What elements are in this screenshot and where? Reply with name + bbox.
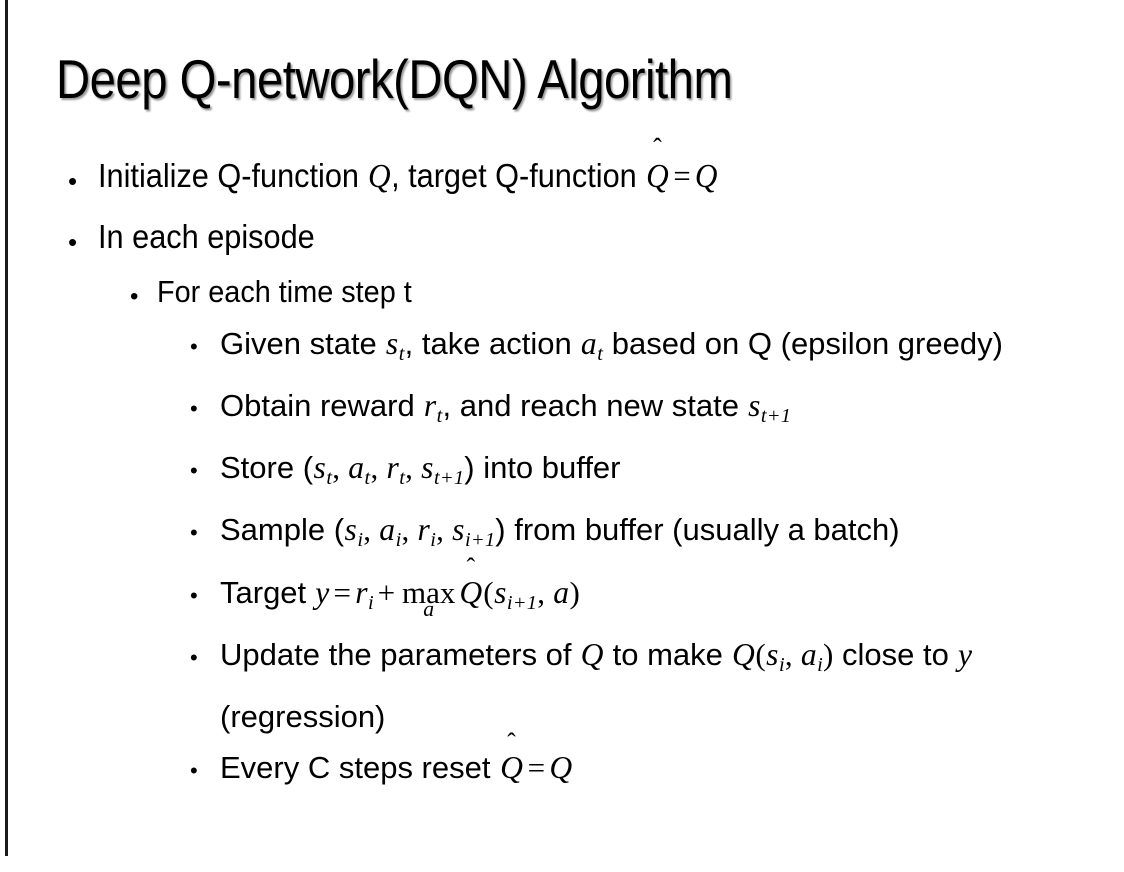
bullet-sample-batch-text: Sample (si, ai, ri, si+1) from buffer (u… (220, 512, 900, 552)
bullet-update-parameters-text: Update the parameters of Q to make Q(si,… (220, 636, 972, 734)
bullet-sample-batch: • Sample (si, ai, ri, si+1) from buffer … (0, 504, 1124, 566)
bullet-reset-target-network-text: Every C steps reset ̂Q=Q (220, 742, 1100, 793)
bullet-in-each-episode-text: In each episode (98, 218, 315, 255)
math-sub-i-plus-1: i+1 (464, 529, 496, 552)
math-var-a: a (553, 574, 569, 610)
math-var-q2: Q (731, 636, 755, 672)
math-max-underscript-a: a (423, 596, 435, 621)
math-var-s: s (385, 326, 399, 361)
bullet-target-equation: • Target y=ri+maxâQ(si+1, a) (0, 567, 1124, 629)
bullet-initialize: • Initialize Q-function Q, target Q-func… (0, 146, 1124, 207)
math-sub-i: i (368, 591, 374, 614)
math-sub-t-plus-1: t+1 (760, 405, 792, 428)
math-var-a: a (379, 512, 396, 548)
slide-body: • Initialize Q-function Q, target Q-func… (0, 146, 1124, 793)
math-sub-i-plus-1: i+1 (506, 591, 538, 614)
bullet-dot-icon: • (190, 334, 198, 359)
bullet-dot-icon: • (68, 166, 78, 196)
math-var-a: a (580, 326, 597, 361)
math-sub-t: t (597, 343, 604, 366)
math-var-s: s (452, 512, 465, 548)
bullet-for-each-time-step-text: For each time step t (157, 274, 412, 309)
math-var-q: Q (367, 158, 391, 195)
math-sub-t: t (399, 467, 406, 490)
math-q-hat: ̂Q (459, 574, 483, 610)
math-var-r: r (423, 388, 437, 424)
bullet-in-each-episode: • In each episode (0, 207, 1124, 266)
math-var-y: y (957, 636, 972, 672)
math-sub-t-plus-1: t+1 (433, 467, 465, 490)
math-sub-i: i (395, 529, 402, 552)
math-var-r: r (386, 450, 399, 486)
math-sub-i: i (430, 529, 437, 552)
bullet-dot-icon: • (190, 757, 198, 783)
math-plus: + (377, 574, 396, 610)
math-q-hat: ̂Q (500, 749, 523, 785)
bullet-obtain-reward-text: Obtain reward rt, and reach new state st… (220, 388, 792, 428)
math-equals: = (673, 159, 691, 195)
math-var-q2: Q (694, 158, 718, 195)
math-var-s: s (421, 450, 434, 486)
bullet-reset-target-network: • Every C steps reset ̂Q=Q (0, 742, 1124, 793)
math-sub-t: t (364, 467, 371, 490)
bullet-dot-icon: • (130, 283, 139, 310)
bullet-dot-icon: • (68, 227, 78, 257)
bullet-dot-icon: • (190, 582, 198, 608)
math-var-s: s (766, 636, 779, 672)
bullet-for-each-time-step: • For each time step t (0, 266, 1124, 318)
bullet-store-transition: • Store (st, at, rt, st+1) into buffer (0, 442, 1124, 504)
math-sub-i: i (778, 653, 785, 676)
slide-title: Deep Q-network(DQN) Algorithm (56, 48, 733, 110)
bullet-initialize-text: Initialize Q-function Q, target Q-functi… (98, 146, 1124, 207)
math-sub-t: t (398, 343, 405, 366)
math-sub-i: i (817, 653, 824, 676)
math-var-s: s (494, 574, 507, 610)
math-equals: = (333, 574, 352, 610)
bullet-obtain-reward: • Obtain reward rt, and reach new state … (0, 380, 1124, 442)
math-var-r: r (417, 512, 430, 548)
bullet-dot-icon: • (190, 458, 198, 484)
math-sub-t: t (436, 405, 443, 428)
math-sub-t: t (326, 467, 333, 490)
bullet-update-parameters: • Update the parameters of Q to make Q(s… (0, 629, 1124, 742)
math-var-r: r (355, 574, 368, 610)
math-var-s: s (344, 512, 357, 548)
math-equals: = (527, 749, 546, 785)
math-sub-i: i (357, 529, 364, 552)
bullet-dot-icon: • (190, 520, 198, 546)
slide-left-border (5, 0, 8, 856)
bullet-target-equation-text: Target y=ri+maxâQ(si+1, a) (220, 567, 1100, 629)
math-var-q: Q (580, 636, 604, 672)
bullet-dot-icon: • (190, 396, 198, 422)
math-q-hat: ̂Q (646, 158, 669, 195)
math-var-a: a (348, 450, 365, 486)
bullet-given-state-text: Given state st, take action at based on … (220, 326, 1003, 366)
math-var-s: s (313, 450, 326, 486)
math-var-y: y (315, 574, 330, 610)
math-var-q: Q (549, 749, 573, 785)
bullet-given-state: • Given state st, take action at based o… (0, 318, 1124, 380)
math-var-s: s (748, 388, 761, 424)
bullet-store-transition-text: Store (st, at, rt, st+1) into buffer (220, 450, 621, 490)
bullet-dot-icon: • (190, 644, 198, 670)
math-var-a: a (800, 636, 817, 672)
